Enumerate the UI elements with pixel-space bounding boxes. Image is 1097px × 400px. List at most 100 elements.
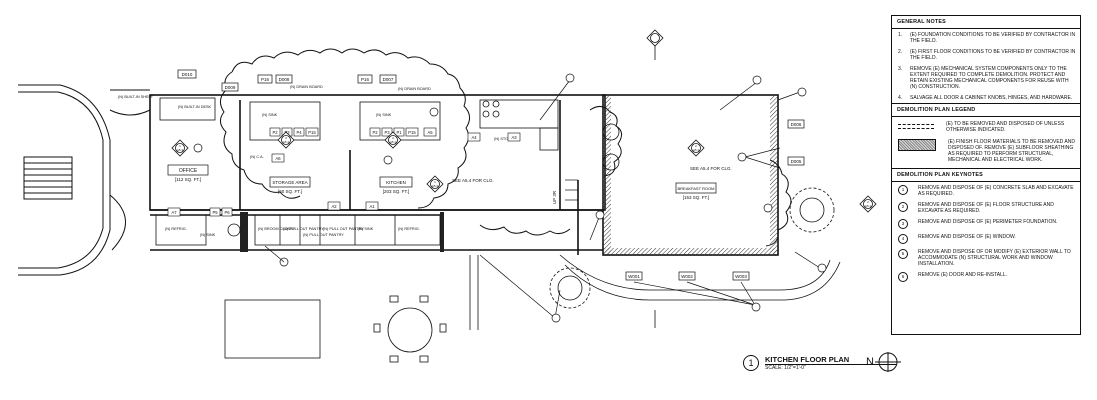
general-note-item: 1.(E) FOUNDATION CONDITIONS TO BE VERIFI… (892, 29, 1080, 46)
tag-d009: D009 (225, 85, 236, 90)
section-ref-c-num: 3 (392, 136, 394, 140)
section-ref-d-sheet: A5.3 (432, 184, 439, 188)
tag-p3b: P3 (384, 130, 390, 135)
tag-a7: A7 (171, 210, 177, 215)
keynote-number: 2 (898, 202, 908, 212)
label-sink-b: (N) SINK (358, 227, 374, 231)
drawing-scale: SCALE: 1/2"=1'-0" (765, 365, 806, 371)
label-builtin-desk: (N) BUILT-IN DESK (178, 105, 212, 109)
door-tags: D010 D009 D008 D007 P16 P16 D006 D005 (177, 69, 805, 166)
section-ref-a-sheet: A5.3 (177, 148, 184, 152)
keynote-text: REMOVE (E) DOOR AND RE-INSTALL. (918, 272, 1008, 278)
stair-treads (565, 179, 578, 211)
label-stove: (N) STOVE (494, 137, 514, 141)
tag-w003: W003 (735, 274, 747, 279)
label-broom-closet: (N) BROOM CLOSET (258, 227, 296, 231)
legend-item-removed: (E) TO BE REMOVED AND DISPOSED OF UNLESS… (892, 117, 1080, 135)
tag-p16b: P16 (361, 77, 370, 82)
label-drain-2: (N) DRAIN BOARD (398, 87, 431, 91)
drawing-title-block: 1 KITCHEN FLOOR PLAN SCALE: 1/2"=1'-0" (743, 355, 903, 379)
label-drain-1: (N) DRAIN BOARD (290, 85, 323, 89)
section-ref-f-sheet: A5.1 (865, 204, 872, 208)
tag-p15a: P15 (308, 130, 316, 135)
fixture-labels: (N) BUILT-IN DESK (N) BUILT-IN SHELF (N)… (118, 85, 514, 237)
hatch-symbol (898, 139, 936, 151)
room-storage-area: [60 SQ. FT.] (278, 189, 302, 194)
section-ref-top (646, 29, 664, 47)
general-notes-list: 1.(E) FOUNDATION CONDITIONS TO BE VERIFI… (892, 29, 1080, 103)
tag-a1: A1 (369, 204, 375, 209)
room-office-name: OFFICE (179, 168, 198, 174)
label-ca: (N) C.A. (250, 155, 264, 159)
general-note-text: REMOVE (E) MECHANICAL SYSTEM COMPONENTS … (910, 66, 1069, 90)
section-ref-b-num: 3 (285, 136, 287, 140)
tag-p2a: P2 (272, 130, 278, 135)
legend-item-finish-floor: (E) FINISH FLOOR MATERIALS TO BE REMOVED… (892, 135, 1080, 168)
keynote-number: 1 (898, 185, 908, 195)
section-ref-e: 2 A5.1 (687, 139, 705, 157)
tag-d010: D010 (182, 72, 193, 77)
legend-item-text: (E) TO BE REMOVED AND DISPOSED OF UNLESS… (946, 121, 1065, 133)
room-kitchen-name: KITCHEN (386, 180, 406, 185)
keynotes-heading: DEMOLITION PLAN KEYNOTES (892, 169, 1080, 182)
north-arrow: N (866, 350, 902, 374)
tag-w001: W001 (628, 274, 640, 279)
room-kitchen: KITCHEN [203 SQ. FT.] (379, 176, 413, 194)
label-builtin-shelf: (N) BUILT-IN SHELF (118, 95, 154, 99)
section-ref-e-num: 2 (695, 144, 697, 148)
tag-p3a: P3 (284, 130, 290, 135)
label-sink-a: (N) SINK (200, 233, 216, 237)
section-ref-f-num: 2 (867, 200, 869, 204)
keynote-item: 5 REMOVE AND DISPOSE OF OR MODIFY (E) EXT… (892, 246, 1080, 269)
window-tags: W001 W002 W003 (625, 271, 750, 281)
hatched-wall-breakfast-west (603, 95, 611, 255)
label-sink-c: (N) SINK (262, 113, 278, 117)
see-ceiling-note-kitchen: SEE A5.4 FOR CLG. (452, 178, 494, 183)
room-breakfast-area: [153 SQ. FT.] (683, 195, 710, 200)
tag-a3: A3 (511, 135, 517, 140)
tag-p1b: P1 (396, 130, 402, 135)
general-notes-section: GENERAL NOTES 1.(E) FOUNDATION CONDITION… (892, 16, 1080, 104)
legend-section: DEMOLITION PLAN LEGEND (E) TO BE REMOVED… (892, 104, 1080, 169)
tree-left (549, 267, 591, 309)
wall-pier-1 (240, 212, 248, 252)
keynote-text: REMOVE AND DISPOSE OF (E) WINDOW. (918, 234, 1016, 240)
general-note-text: (E) FIRST FLOOR CONDITIONS TO BE VERIFIE… (910, 49, 1076, 61)
label-pullout-2: (N) PULL OUT PANTRY (303, 233, 344, 237)
tag-p4a: P4 (296, 130, 302, 135)
general-note-text: (E) FOUNDATION CONDITIONS TO BE VERIFIED… (910, 32, 1076, 44)
existing-house-left (18, 84, 151, 276)
tag-a5: A5 (427, 130, 433, 135)
label-refrig-a: (N) REFRIG. (165, 227, 187, 231)
keynote-text: REMOVE AND DISPOSE OF OR MODIFY (E) EXTE… (918, 249, 1071, 267)
general-notes-heading: GENERAL NOTES (892, 16, 1080, 29)
equipment-tags: A7 P5 P6 A2 A1 A4 A3 A5 A6 P2 P3 P4 P15 … (167, 127, 521, 217)
section-ref-a-num: 1 (179, 144, 181, 148)
north-letter: N (866, 356, 874, 368)
tag-p5: P5 (212, 210, 218, 215)
room-storage: STORAGE AREA [60 SQ. FT.] (269, 176, 311, 194)
keynote-number: 5 (898, 249, 908, 259)
tag-a6: A6 (275, 156, 281, 161)
legend-heading: DEMOLITION PLAN LEGEND (892, 104, 1080, 117)
label-pullout-3: (N) PULL OUT PANTRY (323, 227, 364, 231)
section-reference-markers: 1 A5.3 3 A5.1 3 A5.1 1 A5.3 2 A5.1 2 A5.… (171, 29, 877, 213)
room-kitchen-area: [203 SQ. FT.] (383, 189, 410, 194)
dashed-line-symbol (898, 124, 934, 129)
tag-d007: D007 (383, 77, 394, 82)
room-breakfast-name: BREAKFAST ROOM (677, 186, 714, 191)
general-note-number: 2. (898, 49, 903, 55)
room-breakfast: BREAKFAST ROOM [153 SQ. FT.] (675, 182, 717, 200)
north-arrow-icon (875, 352, 901, 372)
tag-d006: D006 (791, 122, 802, 127)
section-ref-f: 2 A5.1 (859, 195, 877, 213)
section-ref-c-sheet: A5.1 (390, 140, 397, 144)
general-note-item: 4.SALVAGE ALL DOOR & CABINET KNOBS, HING… (892, 92, 1080, 103)
tag-d005: D005 (791, 159, 802, 164)
label-pullout-1: (N) PULL OUT PANTRY (283, 227, 324, 231)
